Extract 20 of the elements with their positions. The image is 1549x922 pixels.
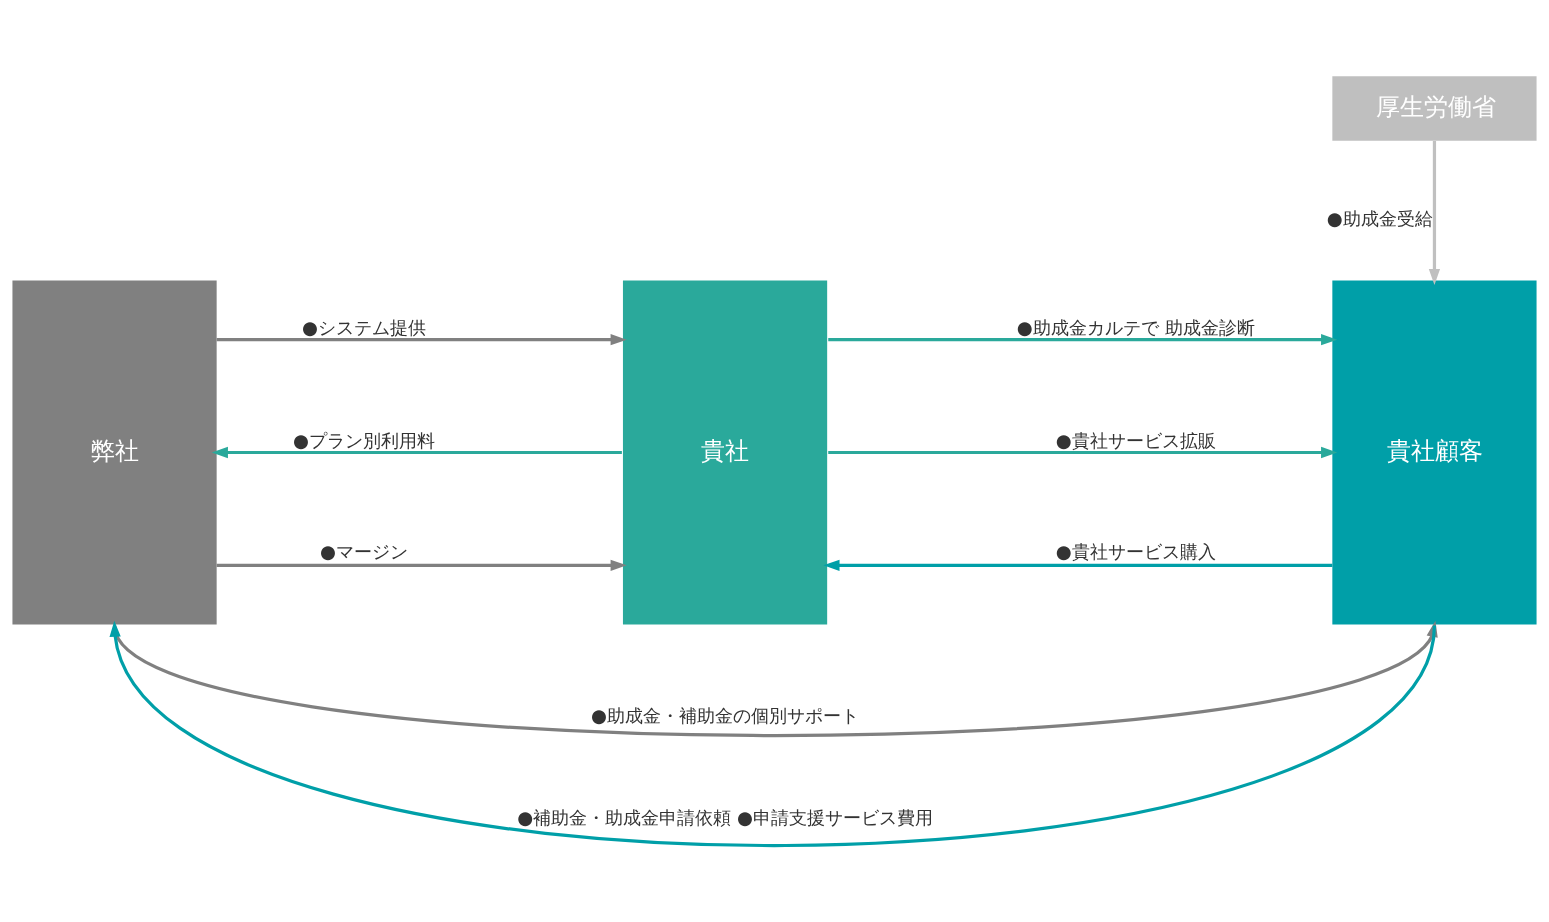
edge-label: ●助成金・補助金の個別サポート xyxy=(591,704,860,726)
edge-label: ●システム提供 xyxy=(301,316,426,338)
node-box: 貴社 xyxy=(622,280,828,625)
arrow xyxy=(1428,141,1441,286)
node-box: 貴社顧客 xyxy=(1332,280,1537,625)
edge-label: ●貴社サービス拡販 xyxy=(1055,429,1216,451)
arrow xyxy=(828,334,1338,346)
edge-label: ●マージン xyxy=(319,541,408,563)
arrow xyxy=(216,559,627,571)
node-box: 弊社 xyxy=(12,280,217,625)
edge-label: ●貴社サービス購入 xyxy=(1055,541,1216,563)
arrow xyxy=(211,446,622,459)
edge-label: ●助成金受給 xyxy=(1326,208,1433,230)
edge-label: ●補助金・助成金申請依頼 ●申請支援サービス費用 xyxy=(517,806,933,828)
arrow xyxy=(823,559,1333,571)
arrow xyxy=(216,334,627,346)
node-box: 厚生労働省 xyxy=(1332,76,1537,141)
edge-label: ●プラン別利用料 xyxy=(292,429,435,451)
arrow xyxy=(828,446,1338,459)
edge-label: ●助成金カルテで 助成金診断 xyxy=(1016,316,1255,338)
